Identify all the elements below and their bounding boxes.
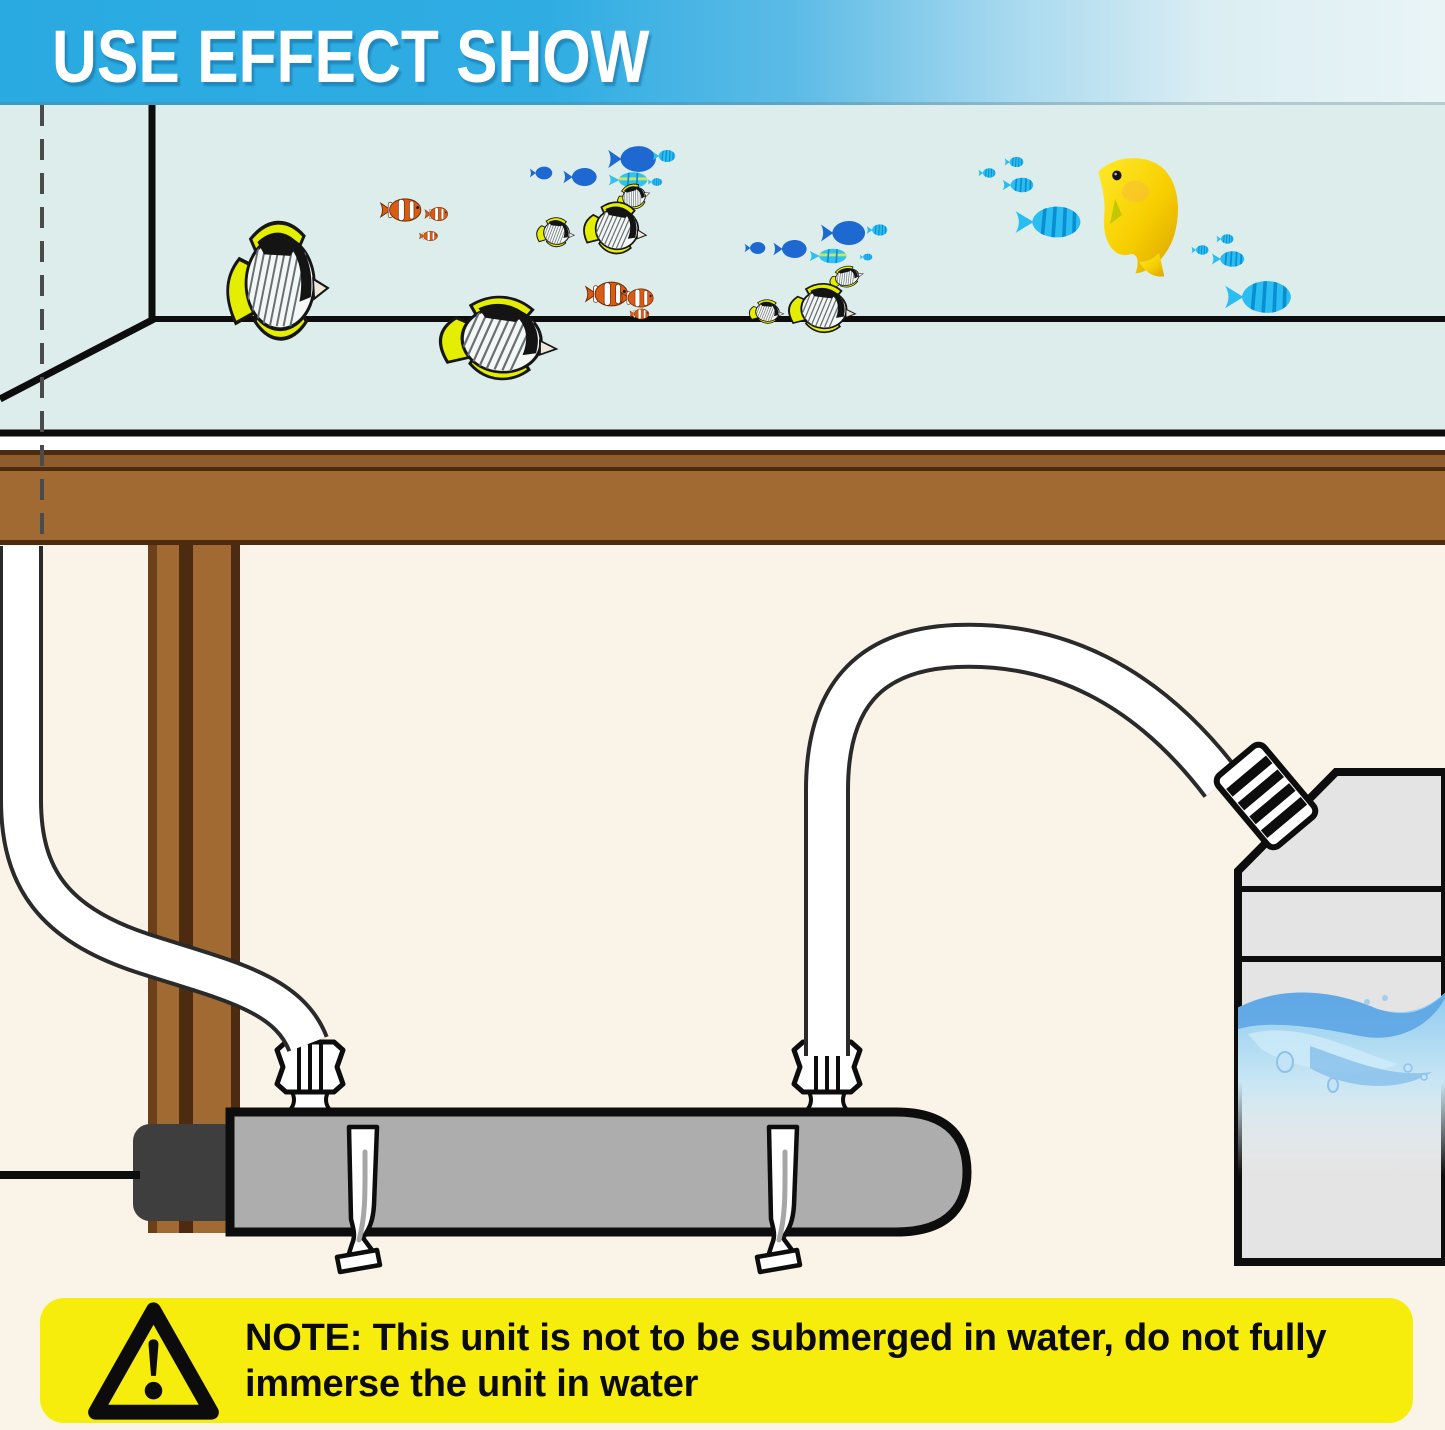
note-text-line2: immerse the unit in water (245, 1362, 699, 1405)
note-text: NOTE: This unit is not to be submerged i… (245, 1315, 1327, 1407)
device-end-cap (133, 1124, 240, 1221)
page-title: USE EFFECT SHOW (52, 15, 650, 98)
tank-corner-edge (0, 315, 156, 403)
uv-sterilizer-device (0, 1042, 972, 1272)
power-cord (0, 1171, 140, 1179)
warning-triangle-icon (88, 1301, 219, 1420)
container-hose-connector (1213, 741, 1319, 851)
table (0, 450, 1445, 1430)
aquarium-tank (0, 105, 1445, 450)
water-container (1213, 741, 1445, 1266)
header-banner: USE EFFECT SHOW (0, 0, 1445, 105)
note-banner: NOTE: This unit is not to be submerged i… (40, 1298, 1413, 1423)
table-leg (148, 545, 240, 1233)
note-text-line1: NOTE: This unit is not to be submerged i… (245, 1316, 1327, 1359)
water-droplet (1276, 1051, 1294, 1073)
device-body (225, 1107, 972, 1237)
water-waves (1238, 988, 1445, 1175)
outlet-tube (804, 622, 1241, 1056)
inlet-tube (0, 546, 329, 1054)
